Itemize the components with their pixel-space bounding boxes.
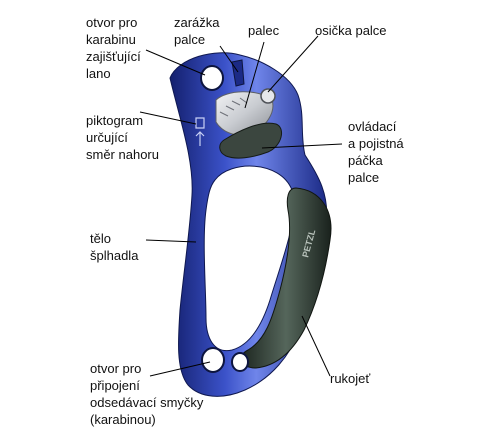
carabiner-hole — [200, 65, 224, 91]
leader-cam — [244, 41, 265, 109]
label-cam-axle: osička palce — [315, 23, 387, 38]
label-up-pictogram: piktogram určující směr nahoru — [86, 113, 159, 162]
leader-up-pictogram — [139, 111, 197, 125]
up-pictogram — [195, 117, 205, 146]
lanyard-hole — [201, 347, 225, 373]
safety-catch-lever — [219, 122, 283, 159]
label-body: tělo šplhadla — [90, 231, 139, 263]
leader-body — [145, 239, 197, 243]
cam-teeth — [219, 97, 248, 117]
label-handle: rukojeť — [330, 371, 371, 386]
cam-axle — [260, 88, 276, 104]
leader-cam-stop — [219, 45, 239, 73]
leader-cam-axle — [267, 35, 319, 93]
label-cam: palec — [248, 23, 280, 38]
leader-handle — [301, 315, 331, 377]
cam-stop — [231, 59, 245, 87]
label-carabiner-hole: otvor pro karabinu zajišťující lano — [86, 15, 141, 81]
leader-carabiner-hole — [145, 49, 206, 76]
frame-window — [203, 165, 295, 352]
label-lanyard-hole: otvor pro připojení odsedávací smyčky (k… — [90, 361, 204, 427]
lower-hole — [231, 352, 249, 372]
leader-safety-catch — [261, 143, 343, 149]
label-safety-catch: ovládací a pojistná páčka palce — [348, 119, 404, 185]
leader-lanyard-hole — [149, 361, 211, 377]
label-cam-stop: zarážka palce — [174, 15, 220, 47]
